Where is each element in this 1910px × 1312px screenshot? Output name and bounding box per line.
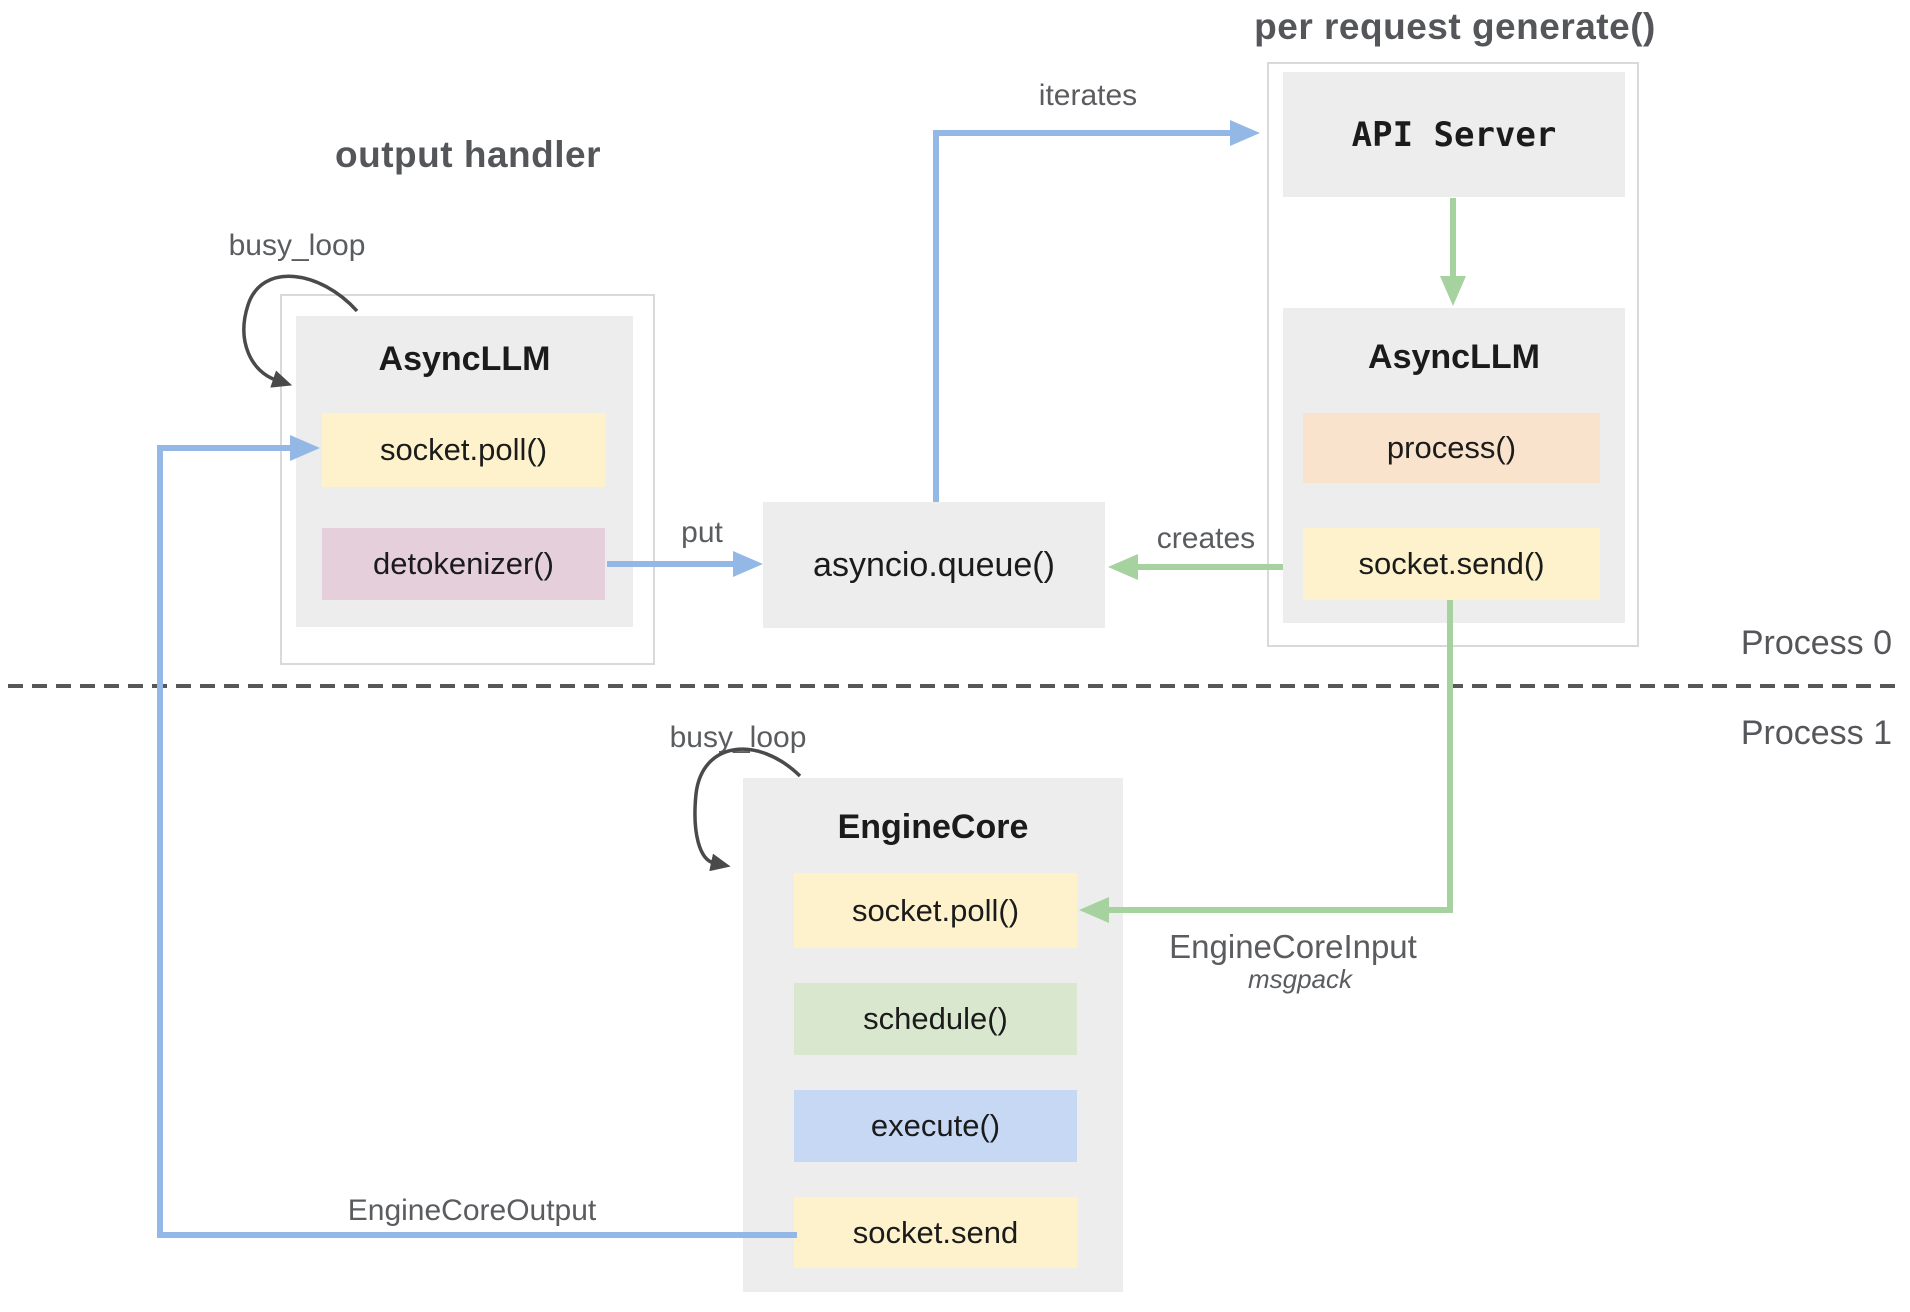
busy-loop-left-label: busy_loop [228,229,366,262]
method-detokenizer: detokenizer() [322,528,605,600]
engine-core-title: EngineCore [837,808,1029,846]
method-socket-poll-left: socket.poll() [322,413,605,487]
process-1-label: Process 1 [1740,714,1892,752]
async-llm-left-title: AsyncLLM [378,340,551,378]
output-handler-title: output handler [335,134,601,175]
method-execute: execute() [794,1090,1077,1162]
method-socket-send-engine: socket.send [794,1197,1077,1268]
iterates-label: iterates [1038,79,1138,112]
async-llm-right-title: AsyncLLM [1368,338,1540,376]
api-server-node: API Server [1283,72,1625,197]
busy-loop-bottom-label: busy_loop [669,721,807,754]
method-process: process() [1303,413,1600,483]
per-request-generate-title: per request generate() [1254,6,1656,47]
asyncio-queue-node: asyncio.queue() [763,502,1105,628]
msgpack-label: msgpack [1247,964,1353,994]
method-socket-poll-engine: socket.poll() [794,873,1077,948]
method-schedule: schedule() [794,983,1077,1055]
engine-core-output-label: EngineCoreOutput [347,1194,597,1227]
engine-core-input-label: EngineCoreInput [1169,928,1417,965]
creates-label: creates [1156,522,1256,555]
put-label: put [681,516,723,549]
process-0-label: Process 0 [1740,624,1892,662]
method-socket-send-right: socket.send() [1303,528,1600,600]
edge-iterates-arrow [933,120,1260,502]
